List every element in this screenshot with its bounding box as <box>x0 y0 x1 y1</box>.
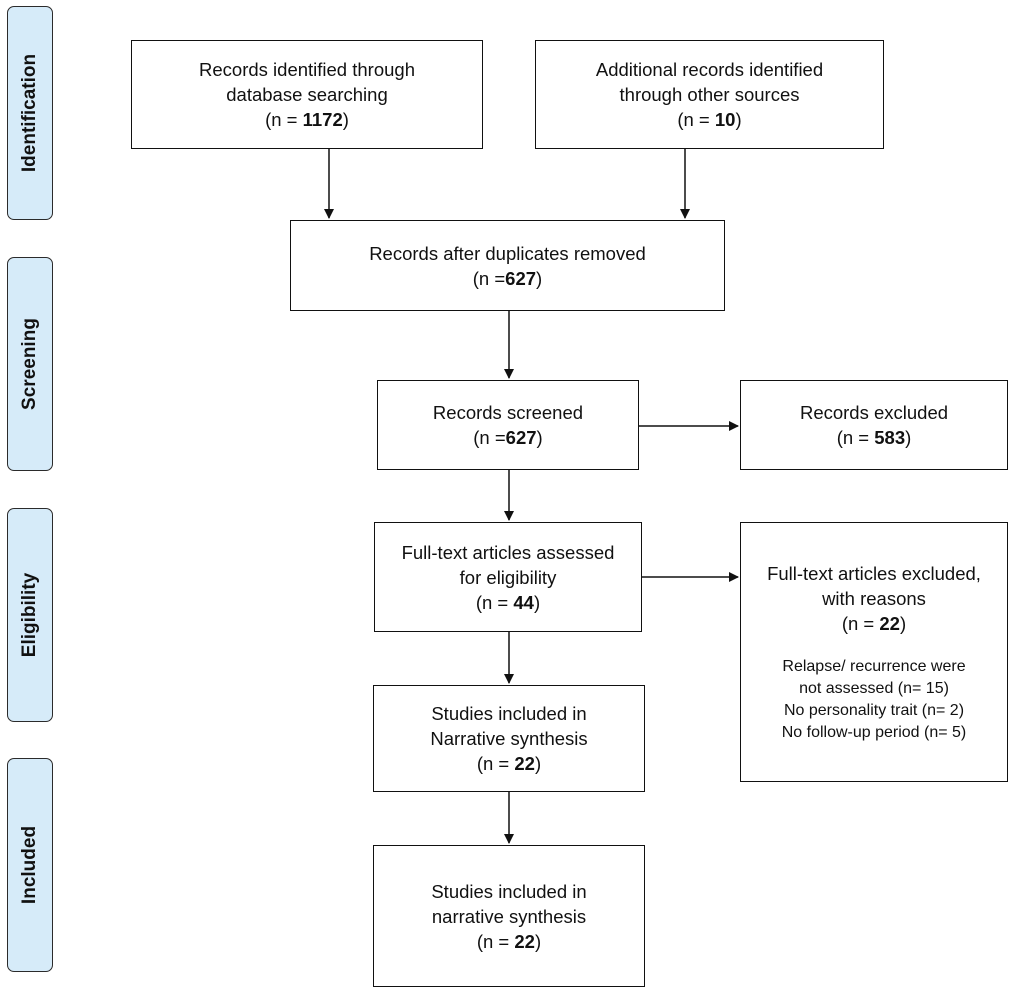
box-other-sources: Additional records identified through ot… <box>535 40 884 149</box>
box-duplicates-removed-line1: Records after duplicates removed <box>369 242 646 264</box>
box-duplicates-removed: Records after duplicates removed (n =627… <box>290 220 725 311</box>
box-narrative-synthesis-lower: Studies included in narrative synthesis … <box>373 845 645 987</box>
box-database-search-count: (n = 1172) <box>265 109 349 130</box>
box-narrative-upper-line2: Narrative synthesis <box>430 728 588 749</box>
box-records-excluded-line1: Records excluded <box>799 402 949 423</box>
phase-eligibility: Eligibility <box>7 508 53 722</box>
box-fulltext-excluded-count: (n = 22) <box>841 612 907 634</box>
box-fulltext-assessed-line1: Full-text articles assessed <box>401 541 615 563</box>
phase-identification: Identification <box>7 6 53 220</box>
box-narrative-lower-count: (n = 22) <box>476 930 542 952</box>
box-records-excluded: Records excluded (n = 583) <box>740 380 1008 470</box>
exclusion-reason: not assessed (n= 15) <box>799 679 949 697</box>
box-database-search-line2: database searching <box>226 84 388 105</box>
box-records-screened-line1: Records screened <box>432 402 584 423</box>
box-narrative-upper-line1: Studies included in <box>431 703 587 724</box>
box-fulltext-assessed-line2: for eligibility <box>459 566 557 588</box>
box-database-search-line1: Records identified through <box>199 59 415 80</box>
box-fulltext-assessed: Full-text articles assessed for eligibil… <box>374 522 642 632</box>
box-records-screened-count: (n =627) <box>473 427 543 448</box>
box-narrative-lower-line1: Studies included in <box>431 880 587 902</box>
exclusion-reason: No follow-up period (n= 5) <box>781 723 967 741</box>
box-fulltext-excluded-line1: Full-text articles excluded, <box>767 562 981 584</box>
box-other-sources-count: (n = 10) <box>677 109 742 130</box>
box-narrative-synthesis-upper: Studies included in Narrative synthesis … <box>373 685 645 792</box>
phase-included: Included <box>7 758 53 972</box>
exclusion-reason: Relapse/ recurrence were <box>782 657 966 675</box>
box-other-sources-line2: through other sources <box>619 84 800 105</box>
box-records-screened: Records screened (n =627) <box>377 380 639 470</box>
box-other-sources-line1: Additional records identified <box>595 59 824 80</box>
box-fulltext-assessed-count: (n = 44) <box>475 591 541 613</box>
box-fulltext-excluded-line2: with reasons <box>822 587 926 609</box>
box-database-search: Records identified through database sear… <box>131 40 483 149</box>
box-narrative-lower-line2: narrative synthesis <box>431 905 587 927</box>
box-duplicates-removed-count: (n =627) <box>472 267 543 289</box>
box-records-excluded-count: (n = 583) <box>836 427 912 448</box>
exclusion-reason: No personality trait (n= 2) <box>783 701 965 719</box>
phase-screening: Screening <box>7 257 53 471</box>
box-fulltext-excluded: Full-text articles excluded, with reason… <box>740 522 1008 782</box>
box-narrative-upper-count: (n = 22) <box>476 753 542 774</box>
